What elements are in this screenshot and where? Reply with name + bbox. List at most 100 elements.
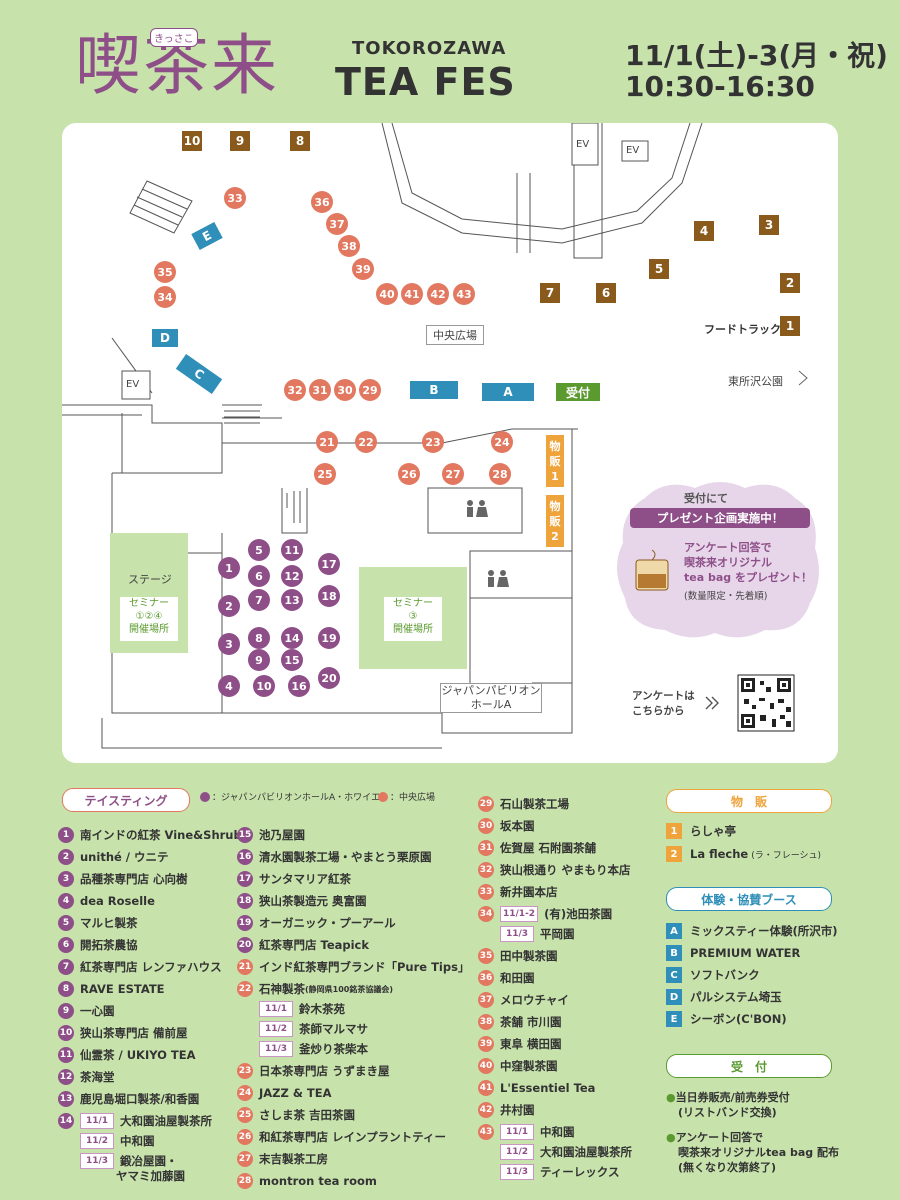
booth-marker[interactable]: 9 [248,649,270,671]
booth-number: 25 [237,1107,253,1123]
callout-top: 受付にて [684,492,728,505]
booth-marker[interactable]: 35 [154,261,176,283]
booth-marker[interactable]: 3 [218,633,240,655]
booth-marker[interactable]: 24 [491,431,513,453]
booth-marker[interactable]: 14 [281,627,303,649]
legend-row: ヤマミ加藤園 [116,1167,185,1185]
booth-square[interactable]: 10 [182,131,202,151]
exp-title: 体験・協賛ブース [666,887,832,911]
booth-square[interactable]: 1 [780,316,800,336]
booth-marker[interactable]: 43 [453,283,475,305]
booth-name: 大和園油屋製茶所 [540,1145,632,1159]
booth-marker[interactable]: 10 [253,675,275,697]
booth-marker[interactable]: 22 [355,431,377,453]
booth-number: 5 [58,915,74,931]
booth-marker[interactable]: 18 [318,585,340,607]
booth-square[interactable]: 6 [596,283,616,303]
shop-booth[interactable]: 物販2 [546,495,564,547]
booth-marker[interactable]: 29 [359,379,381,401]
booth-marker[interactable]: 39 [352,258,374,280]
booth-number: 6 [58,937,74,953]
booth-marker[interactable]: 25 [314,463,336,485]
booth-name: 中窪製茶園 [500,1059,558,1073]
exp-letter: B [666,945,682,961]
booth-square[interactable]: 4 [694,221,714,241]
booth-number: 22 [237,981,253,997]
booth-marker[interactable]: 37 [326,213,348,235]
reception-item: ●当日券販売/前売券受付 (リストバンド交換) [666,1091,790,1119]
booth-number: 12 [58,1069,74,1085]
reception-booth[interactable]: 受付 [556,383,600,401]
booth-number: 20 [237,937,253,953]
booth-marker[interactable]: 40 [376,283,398,305]
booth-marker[interactable]: 32 [284,379,306,401]
partner-booth[interactable]: D [152,329,178,347]
booth-square[interactable]: 8 [290,131,310,151]
exp-name: シーボン(C'BON) [690,1012,787,1026]
booth-square[interactable]: 5 [649,259,669,279]
partner-booth[interactable]: A [482,383,534,401]
booth-number: 15 [237,827,253,843]
stage-label: ステージ [128,573,172,586]
booth-marker[interactable]: 36 [311,191,333,213]
booth-name: 釜炒り茶柴本 [299,1042,368,1056]
booth-marker[interactable]: 21 [316,431,338,453]
booth-square[interactable]: 7 [540,283,560,303]
booth-marker[interactable]: 42 [427,283,449,305]
booth-marker[interactable]: 16 [288,675,310,697]
shop-booth[interactable]: 物販1 [546,435,564,487]
booth-marker[interactable]: 11 [281,539,303,561]
booth-name: 鍛冶屋園・ [120,1154,178,1168]
shop-title: 物 販 [666,789,832,813]
booth-marker[interactable]: 5 [248,539,270,561]
booth-marker[interactable]: 15 [281,649,303,671]
booth-marker[interactable]: 2 [218,595,240,617]
booth-number: 10 [58,1025,74,1041]
booth-marker[interactable]: 6 [248,565,270,587]
booth-marker[interactable]: 20 [318,667,340,689]
booth-marker[interactable]: 4 [218,675,240,697]
booth-marker[interactable]: 26 [398,463,420,485]
booth-marker[interactable]: 19 [318,627,340,649]
booth-name: 大和園油屋製茶所 [120,1114,212,1128]
booth-name: ティーレックス [540,1165,620,1179]
booth-marker[interactable]: 33 [224,187,246,209]
booth-name: 池乃屋園 [259,828,305,842]
partner-booth[interactable]: B [410,381,458,399]
booth-name: 狭山茶製造元 奥富園 [259,894,367,908]
booth-marker[interactable]: 12 [281,565,303,587]
booth-square[interactable]: 3 [759,215,779,235]
booth-number: 28 [237,1173,253,1189]
booth-marker[interactable]: 31 [309,379,331,401]
booth-marker[interactable]: 23 [422,431,444,453]
logo-ruby: きっさこ [150,28,198,47]
booth-square[interactable]: 2 [780,273,800,293]
booth-marker[interactable]: 28 [489,463,511,485]
booth-marker[interactable]: 13 [281,589,303,611]
booth-marker[interactable]: 1 [218,557,240,579]
key-purple: ：ジャパンパビリオンホールA・ホワイエ [212,793,381,803]
booth-name: 仙霊茶 / UKIYO TEA [80,1048,196,1062]
booth-marker[interactable]: 30 [334,379,356,401]
booth-marker[interactable]: 8 [248,627,270,649]
booth-marker[interactable]: 17 [318,553,340,575]
booth-square[interactable]: 9 [230,131,250,151]
booth-marker[interactable]: 34 [154,286,176,308]
booth-marker[interactable]: 7 [248,589,270,611]
booth-name: 茶舗 市川園 [500,1015,562,1029]
booth-marker[interactable]: 27 [442,463,464,485]
booth-number: 39 [478,1036,494,1052]
booth-marker[interactable]: 41 [401,283,423,305]
booth-marker[interactable]: 38 [338,235,360,257]
